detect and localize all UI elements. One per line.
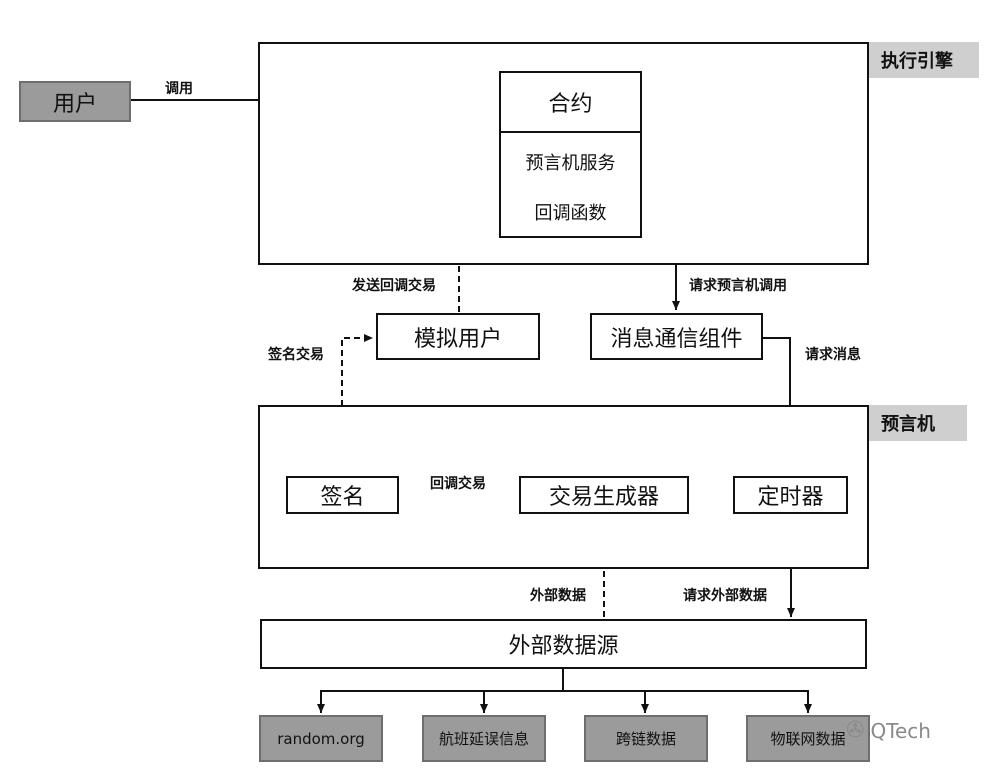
label-send-callback-tx: 发送回调交易 [352,278,436,294]
source-iot[interactable]: 物联网数据 [746,715,870,762]
label-callback-tx: 回调交易 [430,476,486,492]
timer-node[interactable]: 定时器 [733,476,848,514]
sign-node[interactable]: 签名 [286,476,399,514]
message-component-node[interactable]: 消息通信组件 [590,313,763,360]
external-data-source-node[interactable]: 外部数据源 [260,619,867,669]
user-node[interactable]: 用户 [19,81,131,122]
label-invoke: 调用 [165,81,193,97]
execution-engine-label: 执行引擎 [869,42,979,78]
wechat-icon: ✇ [846,718,865,743]
watermark: ✇ QTech [846,718,931,743]
label-request-external: 请求外部数据 [683,588,767,604]
tx-generator-node[interactable]: 交易生成器 [519,476,689,514]
label-request-oracle-call: 请求预言机调用 [689,278,787,294]
source-cross-chain[interactable]: 跨链数据 [584,715,708,762]
callback-function-item: 回调函数 [534,203,607,224]
label-request-msg: 请求消息 [805,347,861,363]
label-sign-tx: 签名交易 [268,347,324,363]
contract-title: 合约 [501,73,640,133]
oracle-label: 预言机 [869,405,967,441]
watermark-text: QTech [870,718,931,743]
source-random-org[interactable]: random.org [259,715,383,762]
contract-node[interactable]: 合约 预言机服务 回调函数 [499,71,642,238]
oracle-service-item: 预言机服务 [525,153,616,174]
mock-user-node[interactable]: 模拟用户 [376,313,540,360]
label-external-data: 外部数据 [530,588,586,604]
source-flight-delay[interactable]: 航班延误信息 [422,715,546,762]
